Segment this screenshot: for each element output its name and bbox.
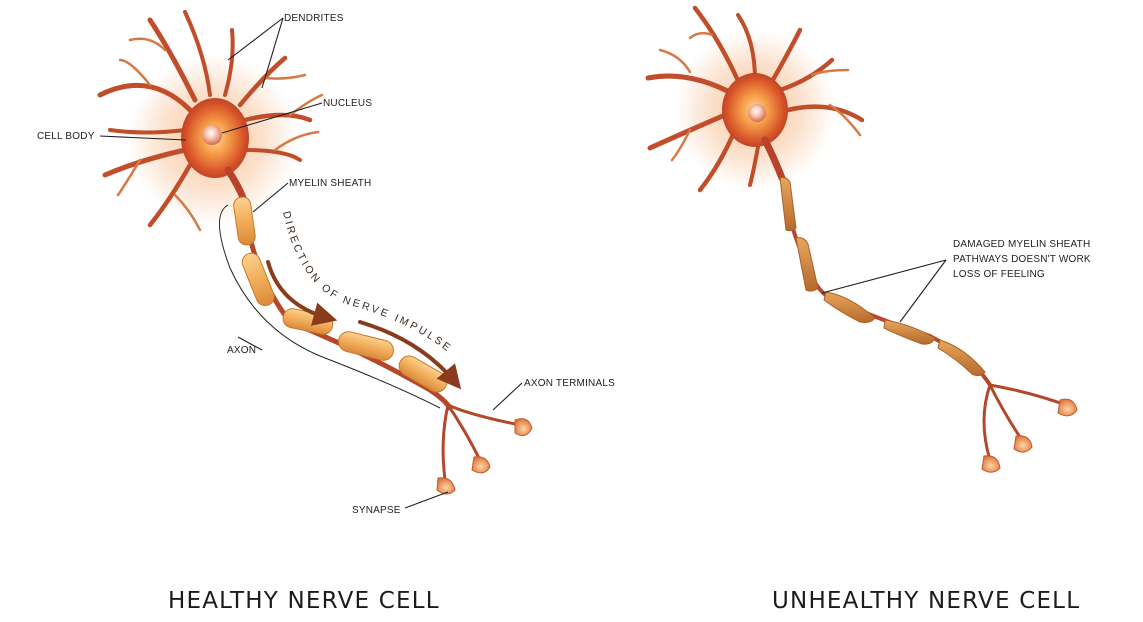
healthy-leader-lines	[99, 17, 523, 509]
damage-note-line-1: DAMAGED MYELIN SHEATH	[953, 239, 1090, 250]
unhealthy-title: UNHEALTHY NERVE CELL	[772, 588, 1080, 614]
unhealthy-nucleus	[748, 104, 766, 122]
healthy-nucleus	[202, 125, 222, 145]
healthy-neuron	[97, 10, 533, 495]
axon-label: AXON	[227, 345, 256, 356]
damage-note-line-2: PATHWAYS DOESN'T WORK	[953, 254, 1091, 265]
healthy-synapses	[436, 418, 533, 495]
impulse-direction-label: DIRECTION OF NERVE IMPULSE	[280, 210, 454, 355]
healthy-myelin-sheath	[233, 196, 448, 393]
healthy-axon-terminals	[441, 403, 522, 482]
damage-leader-lines	[821, 259, 947, 323]
cell-body-label: CELL BODY	[37, 131, 95, 142]
damage-note-line-3: LOSS OF FEELING	[953, 269, 1045, 280]
myelin-sheath-label: MYELIN SHEATH	[289, 178, 371, 189]
damage-note: DAMAGED MYELIN SHEATH PATHWAYS DOESN'T W…	[953, 239, 1091, 280]
healthy-title: HEALTHY NERVE CELL	[168, 588, 440, 614]
dendrites-label: DENDRITES	[284, 13, 344, 24]
synapse-label: SYNAPSE	[352, 505, 401, 516]
unhealthy-neuron	[645, 5, 1078, 473]
unhealthy-synapses	[981, 398, 1078, 473]
damaged-myelin-sheath	[779, 177, 986, 377]
nucleus-label: NUCLEUS	[323, 98, 372, 109]
axon-bracket	[219, 204, 441, 409]
axon-terminals-label: AXON TERMINALS	[524, 378, 615, 389]
impulse-arrows	[266, 260, 462, 390]
